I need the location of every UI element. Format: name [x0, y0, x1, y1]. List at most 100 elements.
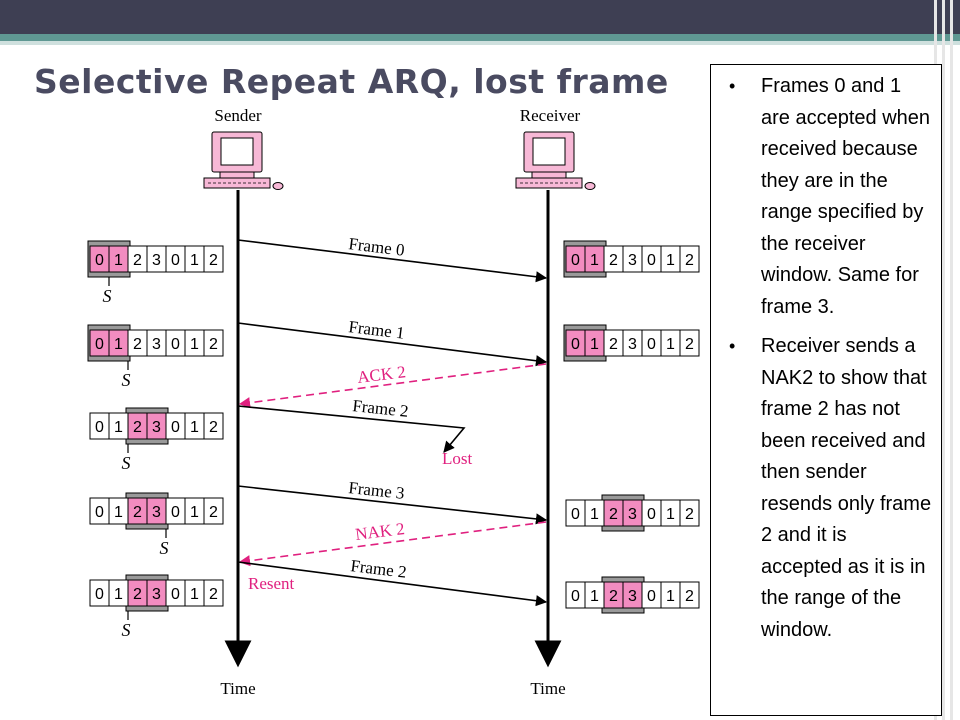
sequence-number: 1 [590, 588, 599, 605]
sequence-number: 2 [609, 506, 618, 523]
sequence-number: 3 [152, 504, 161, 521]
frame-1-arrow [237, 322, 548, 367]
sequence-number: 2 [685, 506, 694, 523]
sequence-number: 0 [571, 252, 580, 269]
frame-2-lost-arrow [237, 405, 466, 453]
sequence-number: 1 [114, 336, 123, 353]
sequence-number: 0 [647, 506, 656, 523]
page-title: Selective Repeat ARQ, lost frame [34, 62, 669, 101]
note-bullet: Receiver sends a NAK2 to show that frame… [729, 331, 933, 646]
selective-repeat-diagram: Sender Receiver Time Time Frame 0 Frame … [87, 106, 700, 698]
sequence-number: 3 [152, 336, 161, 353]
sequence-number: 1 [590, 252, 599, 269]
receiver-time-label: Time [530, 679, 565, 698]
sequence-cell [203, 245, 224, 273]
sequence-number: 2 [209, 419, 218, 436]
sequence-number: 1 [190, 504, 199, 521]
frame-0-label: Frame 0 [348, 234, 406, 260]
title-band-light [0, 41, 960, 45]
sequence-number: 0 [95, 419, 104, 436]
sequence-number: 1 [114, 504, 123, 521]
sequence-number: 0 [647, 252, 656, 269]
sequence-number: 3 [152, 419, 161, 436]
sender-computer-icon [203, 131, 284, 190]
receiver-computer-icon [515, 131, 596, 190]
sequence-number: 0 [647, 588, 656, 605]
title-band [0, 34, 960, 41]
sequence-number: 2 [609, 252, 618, 269]
sequence-number: 1 [666, 588, 675, 605]
sequence-cell [679, 329, 700, 357]
sequence-number: 3 [152, 586, 161, 603]
accent-line [568, 48, 888, 51]
sequence-number: 2 [209, 336, 218, 353]
sequence-number: 2 [133, 419, 142, 436]
sender-label: Sender [214, 106, 262, 125]
sequence-number: 2 [209, 586, 218, 603]
sequence-number: 1 [590, 506, 599, 523]
title-bar [0, 0, 960, 34]
sequence-number: 3 [628, 506, 637, 523]
receiver-label: Receiver [520, 106, 581, 125]
pointer-label: S [122, 620, 131, 640]
sequence-number: 2 [685, 336, 694, 353]
sequence-number: 0 [171, 504, 180, 521]
sequence-cell [203, 497, 224, 525]
sequence-number: 0 [647, 336, 656, 353]
sequence-number: 3 [152, 252, 161, 269]
frame-2-resent-arrow [237, 561, 548, 607]
sequence-number: 0 [95, 252, 104, 269]
edge-stripe [942, 0, 945, 720]
sequence-number: 1 [190, 336, 199, 353]
sequence-number: 3 [628, 588, 637, 605]
sequence-number: 2 [685, 588, 694, 605]
sequence-number: 0 [95, 586, 104, 603]
frame-3-arrow [237, 485, 548, 525]
pointer-label: S [122, 453, 131, 473]
sequence-number: 0 [571, 506, 580, 523]
pointer-label: S [160, 538, 169, 558]
sequence-number: 0 [571, 588, 580, 605]
sequence-number: 2 [609, 588, 618, 605]
sequence-cell [203, 329, 224, 357]
sequence-cell [679, 499, 700, 527]
sequence-number: 1 [114, 586, 123, 603]
sequence-number: 2 [133, 336, 142, 353]
sequence-number: 0 [171, 336, 180, 353]
nak-2-label: NAK 2 [354, 519, 406, 544]
pointer-label: S [122, 370, 131, 390]
resent-label: Resent [248, 574, 295, 593]
sequence-number: 0 [171, 586, 180, 603]
sequence-number: 1 [190, 252, 199, 269]
sequence-number: 1 [190, 586, 199, 603]
sequence-number: 2 [609, 336, 618, 353]
sequence-number: 0 [571, 336, 580, 353]
notes-list: Frames 0 and 1 are accepted when receive… [721, 71, 933, 646]
sequence-number: 2 [133, 252, 142, 269]
sender-time-label: Time [220, 679, 255, 698]
sequence-number: 2 [133, 586, 142, 603]
sequence-cell [203, 412, 224, 440]
sequence-number: 1 [114, 419, 123, 436]
sequence-number: 1 [666, 506, 675, 523]
frame-1-label: Frame 1 [348, 317, 406, 343]
sequence-number: 2 [209, 504, 218, 521]
note-bullet: Frames 0 and 1 are accepted when receive… [729, 71, 933, 323]
notes-panel: Frames 0 and 1 are accepted when receive… [710, 64, 942, 716]
sequence-number: 1 [666, 336, 675, 353]
sequence-number: 1 [590, 336, 599, 353]
sequence-number: 0 [171, 252, 180, 269]
sequence-number: 3 [628, 252, 637, 269]
sequence-number: 0 [95, 336, 104, 353]
